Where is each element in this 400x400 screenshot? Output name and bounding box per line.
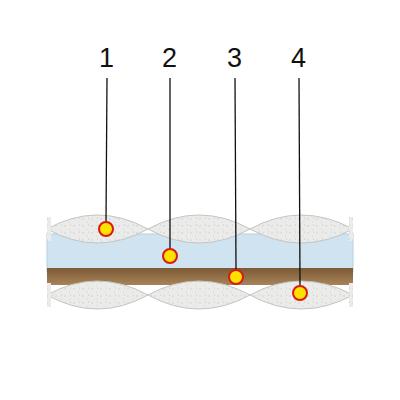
callout-number: 4 (289, 45, 308, 72)
callout-number: 3 (225, 45, 244, 72)
top-quilt (47, 215, 353, 243)
marker-dots (99, 222, 307, 300)
leader-lines (106, 78, 300, 286)
callout-number: 1 (97, 45, 116, 72)
callout-number: 2 (160, 45, 179, 72)
bottom-quilt (47, 281, 353, 309)
